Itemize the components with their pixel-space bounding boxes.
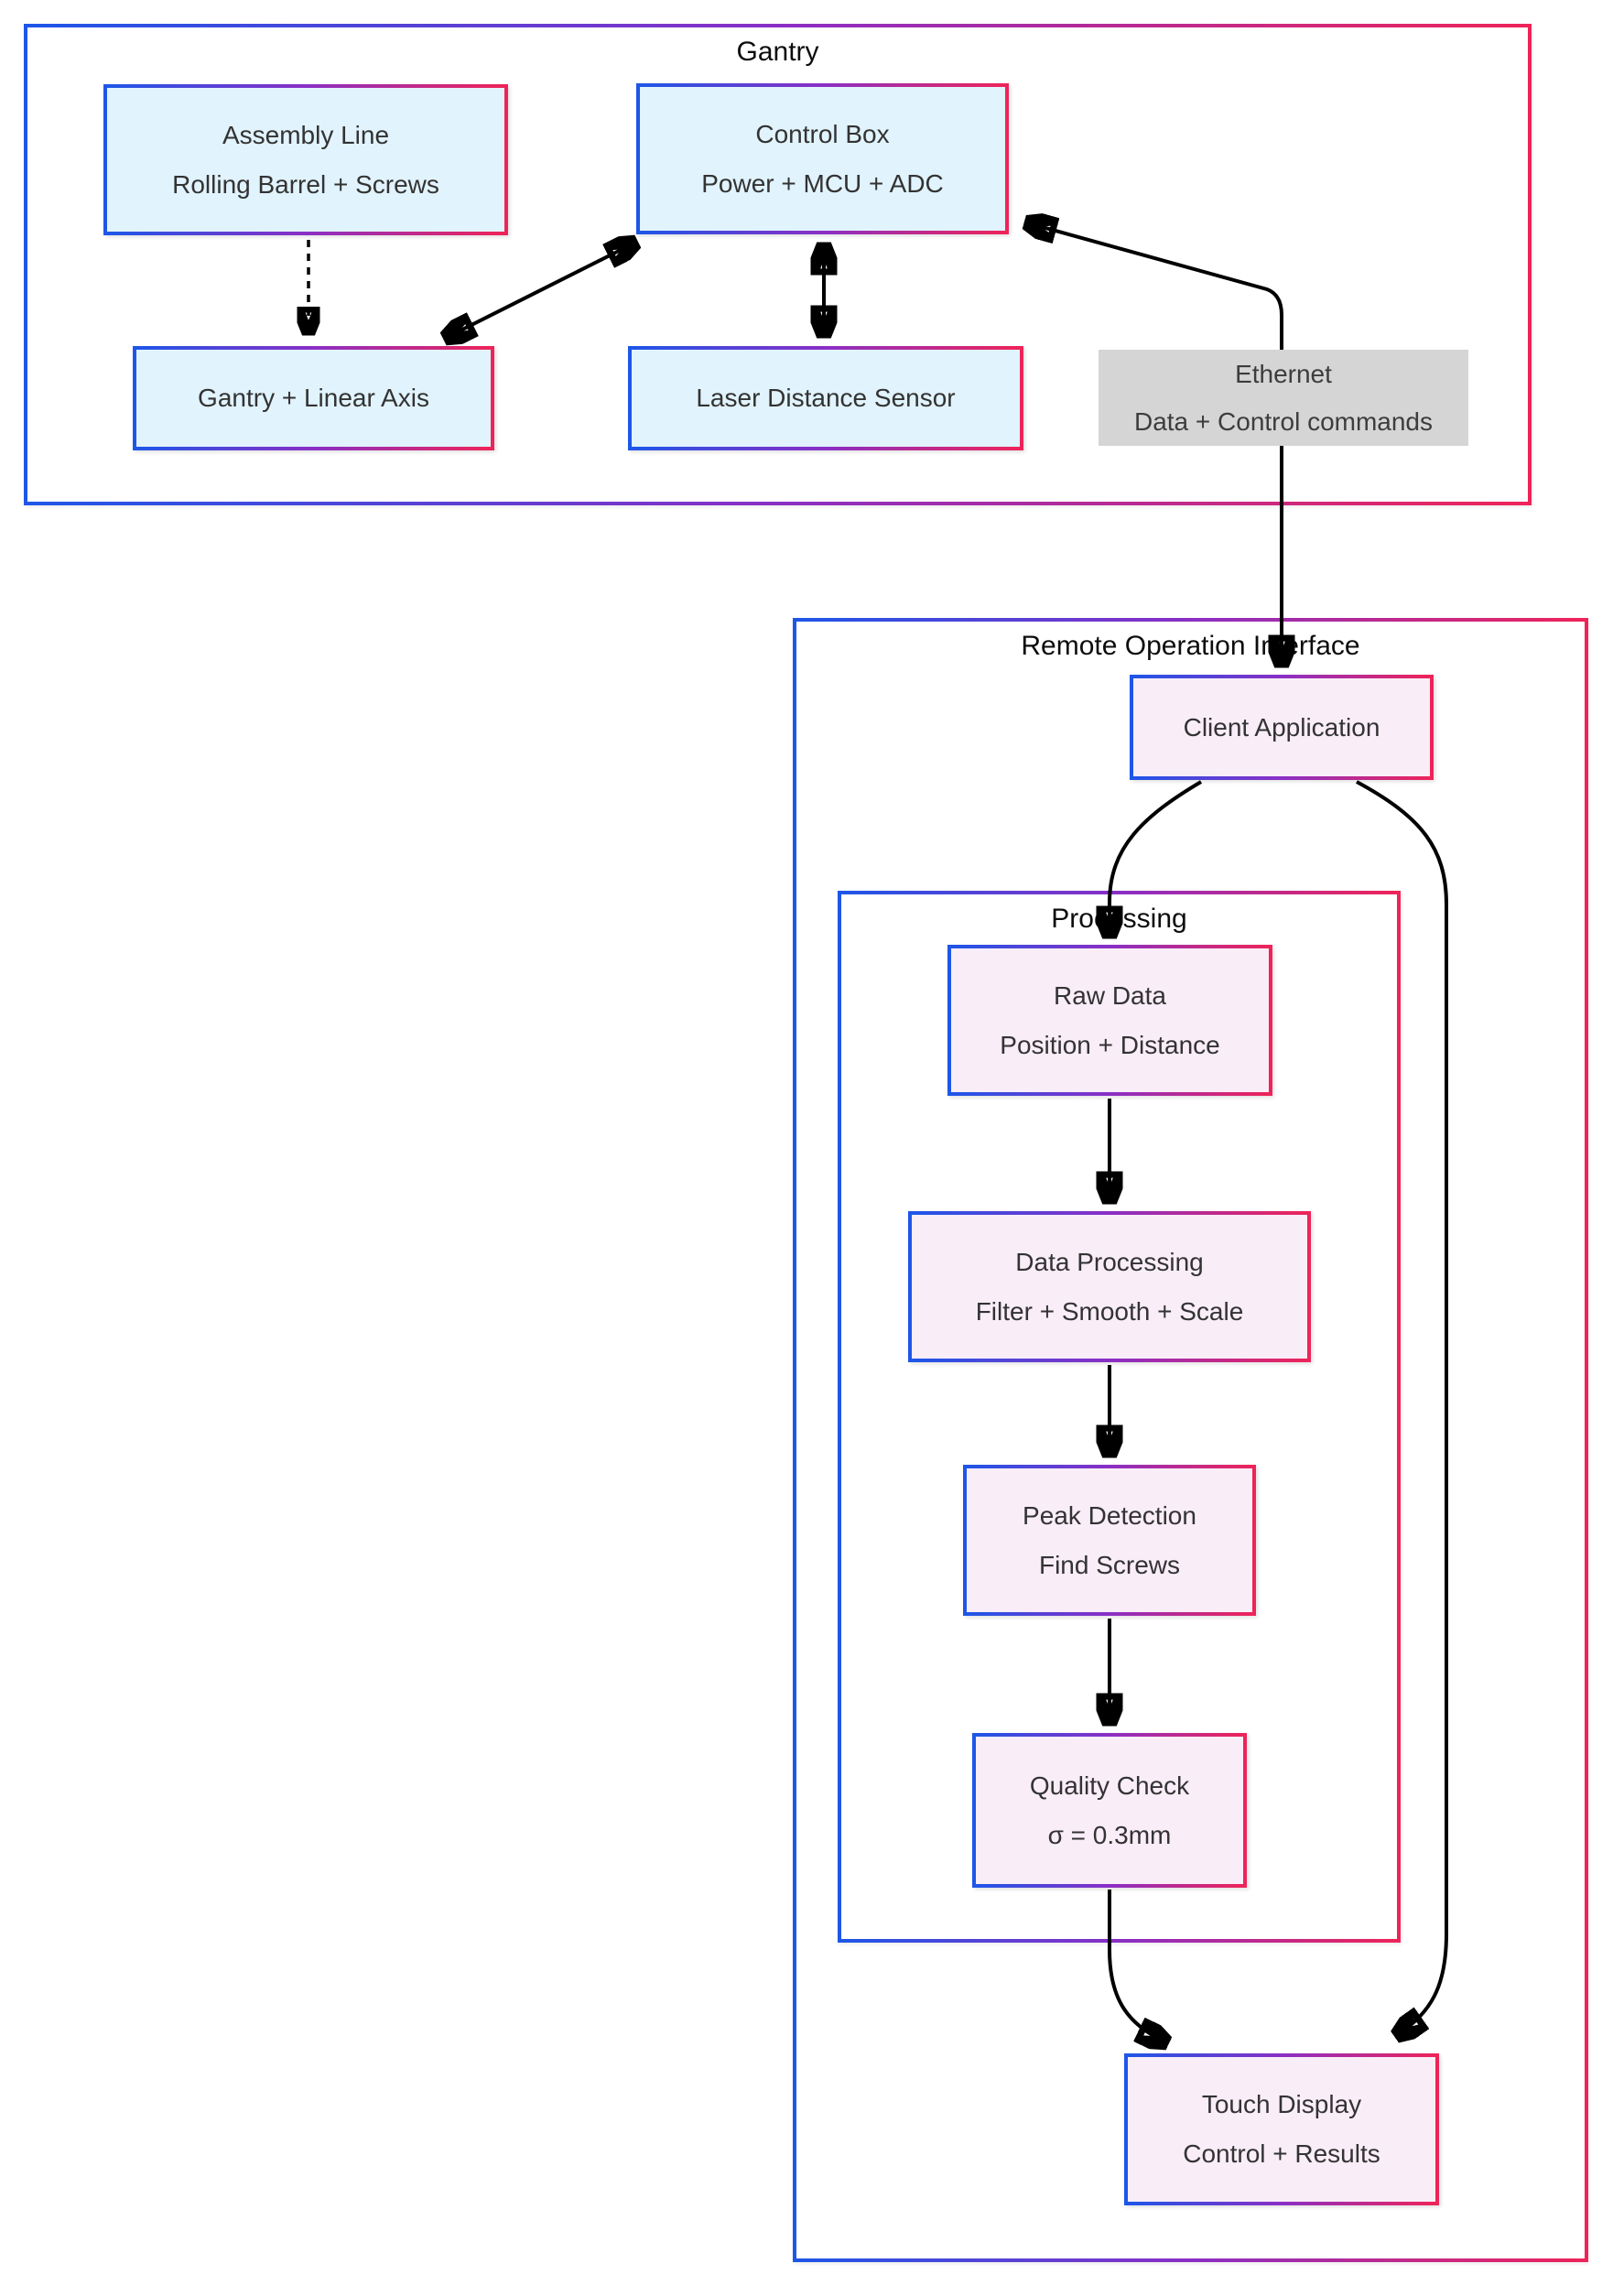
client-application-node: Client Application [1130,675,1434,780]
control-box-label-line2: Power + MCU + ADC [701,168,944,198]
processing-cluster-title: Processing [1051,904,1187,934]
raw-data-node: Raw Data Position + Distance [947,945,1272,1096]
laser-distance-sensor-node: Laser Distance Sensor [628,346,1023,450]
peak-detection-label-line2: Find Screws [1038,1550,1181,1579]
laser-distance-sensor-label: Laser Distance Sensor [696,384,956,413]
quality-check-node: Quality Check σ = 0.3mm [972,1733,1247,1888]
ethernet-edge-label-line1: Ethernet [1235,359,1332,388]
assembly-line-label-line1: Assembly Line [222,120,390,149]
peak-detection-node: Peak Detection Find Screws [963,1465,1256,1616]
remote-operation-interface-title: Remote Operation Interface [1021,631,1360,661]
assembly-line-node: Assembly Line Rolling Barrel + Screws [103,84,508,235]
quality-check-label-line1: Quality Check [1029,1771,1190,1800]
data-processing-node: Data Processing Filter + Smooth + Scale [908,1211,1311,1362]
touch-display-label-line2: Control + Results [1183,2139,1380,2168]
ethernet-edge-label: Ethernet Data + Control commands [1099,350,1468,446]
gantry-cluster-title: Gantry [736,37,819,67]
raw-data-label-line2: Position + Distance [1000,1030,1220,1059]
gantry-linear-axis-label: Gantry + Linear Axis [198,384,429,413]
raw-data-label-line1: Raw Data [1054,980,1166,1010]
data-processing-label-line2: Filter + Smooth + Scale [975,1296,1244,1326]
client-application-label: Client Application [1183,712,1380,742]
data-processing-label-line1: Data Processing [1015,1247,1204,1276]
control-box-label-line1: Control Box [755,119,890,148]
touch-display-label-line1: Touch Display [1201,2090,1362,2119]
control-box-node: Control Box Power + MCU + ADC [636,83,1009,234]
peak-detection-label-line1: Peak Detection [1023,1500,1196,1530]
assembly-line-label-line2: Rolling Barrel + Screws [172,169,439,199]
gantry-linear-axis-node: Gantry + Linear Axis [133,346,494,450]
touch-display-node: Touch Display Control + Results [1124,2053,1439,2205]
quality-check-label-line2: σ = 0.3mm [1047,1820,1172,1849]
ethernet-edge-label-line2: Data + Control commands [1133,406,1434,436]
